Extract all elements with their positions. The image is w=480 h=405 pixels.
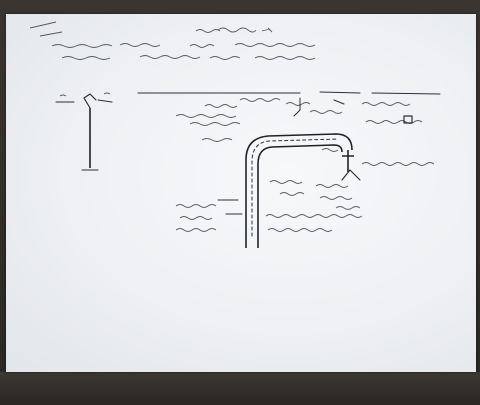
- lower-annotation-cluster: [175, 180, 363, 232]
- right-column-sketch: [315, 148, 435, 210]
- paper-sheet: [6, 14, 476, 372]
- sheet-title-scribble: [195, 27, 273, 33]
- top-rule-lines: [137, 91, 441, 95]
- floor-strip: [0, 372, 480, 405]
- upper-annotation-cluster: [175, 97, 423, 142]
- sheet-header-lines: [29, 21, 316, 60]
- main-bend-sketch: [245, 133, 353, 248]
- left-pole-sketch: [55, 92, 113, 171]
